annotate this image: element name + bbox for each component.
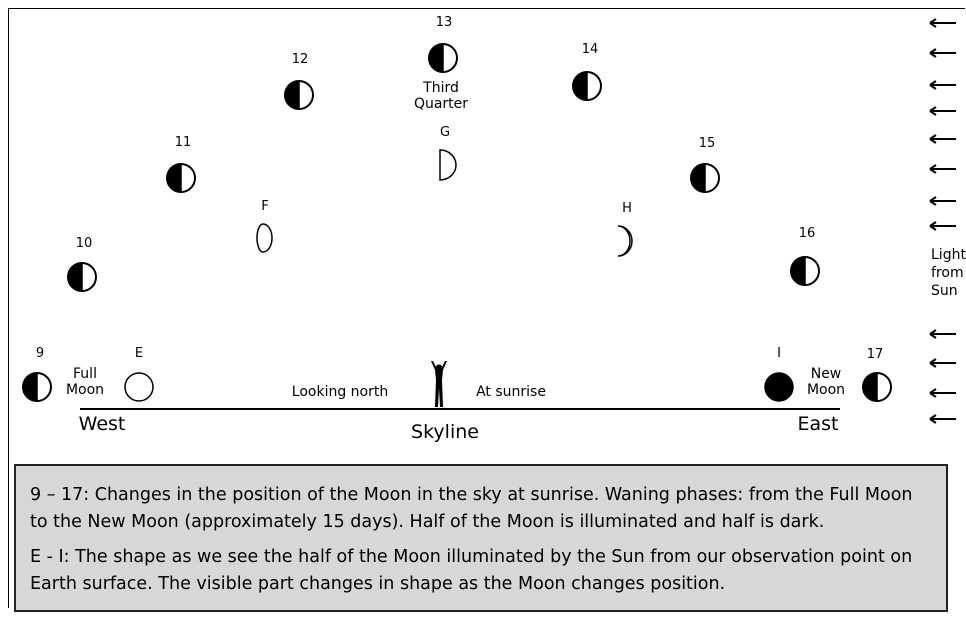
new-moon-label-line2: Moon	[806, 382, 846, 399]
light-arrow-icon	[929, 164, 956, 174]
third-quarter-label: Third Quarter	[414, 80, 468, 112]
looking-north-label: Looking north	[291, 384, 389, 400]
light-label-line3: Sun	[931, 283, 958, 300]
light-arrow-icon	[929, 358, 956, 368]
new-moon-label: New Moon	[807, 366, 845, 398]
label-10: 10	[75, 236, 93, 251]
full-moon-label-line2: Moon	[65, 382, 105, 399]
third-quarter-label-line1: Third	[423, 80, 459, 96]
diagram-frame	[8, 8, 965, 608]
label-e: E	[134, 346, 144, 361]
light-arrow-icon	[929, 18, 956, 28]
light-arrow-icon	[929, 48, 956, 58]
label-i: I	[777, 346, 781, 361]
moon-17-icon	[862, 372, 892, 402]
light-label-line2: from	[931, 265, 964, 282]
at-sunrise-label: At sunrise	[476, 384, 546, 400]
caption-line-2: E - I: The shape as we see the half of t…	[30, 547, 913, 595]
light-arrow-icon	[929, 414, 956, 424]
full-moon-label: Full Moon	[66, 366, 104, 398]
moon-9-icon	[22, 372, 52, 402]
moon-12-icon	[284, 80, 314, 110]
label-g: G	[439, 125, 451, 140]
moon-13-icon	[428, 43, 458, 73]
moon-shape-i-new-icon	[764, 372, 794, 402]
light-from-sun-label: Light from Sun	[931, 246, 966, 301]
moon-10-icon	[67, 262, 97, 292]
light-arrow-icon	[929, 106, 956, 116]
label-11: 11	[174, 135, 192, 150]
light-arrow-icon	[929, 329, 956, 339]
light-label-line1: Light	[931, 247, 966, 263]
label-16: 16	[798, 226, 816, 241]
label-9: 9	[35, 346, 45, 361]
person-icon	[431, 361, 447, 407]
label-17: 17	[866, 347, 884, 362]
new-moon-label-line1: New	[810, 366, 842, 382]
moon-14-icon	[572, 71, 602, 101]
moon-shape-f-gibbous-icon	[256, 223, 273, 253]
moon-shape-e-full-icon	[124, 372, 154, 402]
moon-shape-h-crescent-icon	[617, 225, 633, 257]
third-quarter-label-line2: Quarter	[413, 96, 469, 113]
moon-shape-g-half-icon	[439, 149, 457, 181]
label-13: 13	[435, 15, 453, 30]
label-15: 15	[698, 136, 716, 151]
label-f: F	[261, 199, 269, 214]
caption-line-1: 9 – 17: Changes in the position of the M…	[30, 485, 913, 533]
label-14: 14	[581, 42, 599, 57]
moon-11-icon	[166, 163, 196, 193]
light-arrow-icon	[929, 196, 956, 206]
full-moon-label-line1: Full	[73, 366, 97, 382]
skyline-line	[80, 408, 840, 410]
light-arrow-icon	[929, 80, 956, 90]
light-arrow-icon	[929, 221, 956, 231]
label-12: 12	[291, 52, 309, 67]
label-h: H	[622, 201, 632, 216]
light-arrow-icon	[929, 388, 956, 398]
east-label: East	[797, 413, 839, 435]
skyline-label: Skyline	[411, 421, 479, 443]
light-arrow-icon	[929, 134, 956, 144]
moon-16-icon	[790, 256, 820, 286]
caption-box: 9 – 17: Changes in the position of the M…	[14, 464, 948, 612]
west-label: West	[78, 413, 126, 435]
moon-15-icon	[690, 163, 720, 193]
